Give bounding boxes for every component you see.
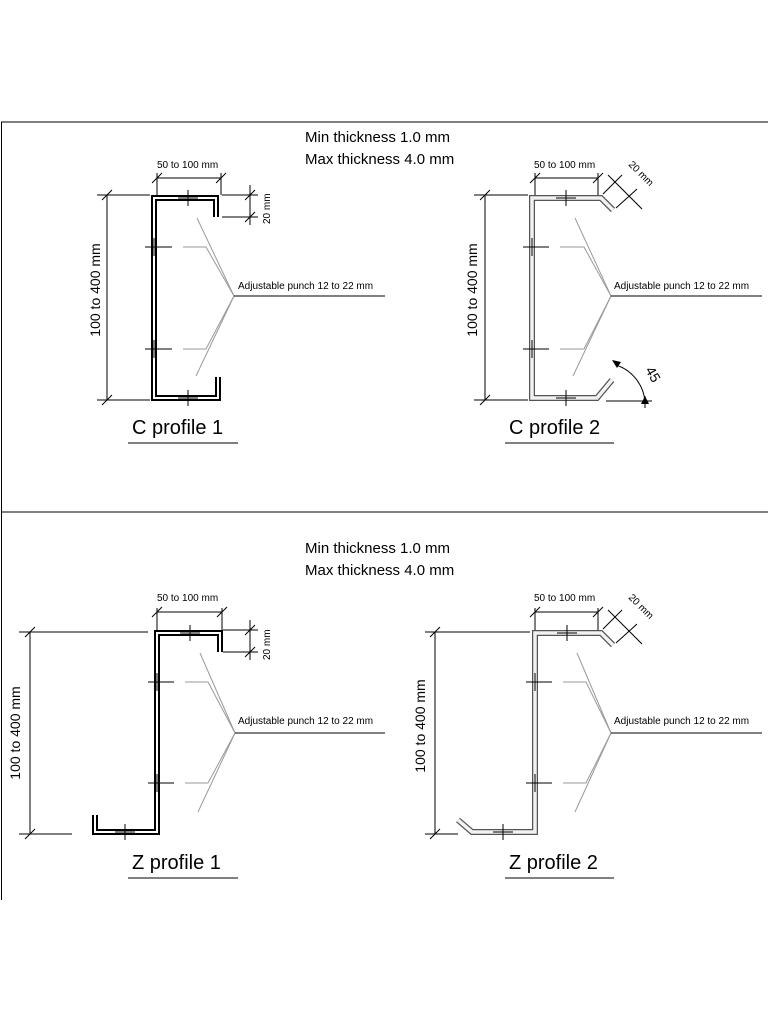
flange-dimension: 50 to 100 mm bbox=[151, 160, 227, 195]
z-profile-1: 50 to 100 mm 20 mm 100 to 400 mm bbox=[7, 593, 385, 879]
panel-c-profiles: Min thickness 1.0 mm Max thickness 4.0 m… bbox=[87, 129, 762, 444]
angle-dimension: 45 bbox=[606, 360, 664, 408]
punch-note-text: Adjustable punch 12 to 22 mm bbox=[614, 281, 749, 292]
height-dim-text: 100 to 400 mm bbox=[87, 243, 103, 336]
height-dim-text: 100 to 400 mm bbox=[412, 679, 428, 772]
punch-leaders: Adjustable punch 12 to 22 mm bbox=[185, 652, 385, 813]
punch-leaders: Adjustable punch 12 to 22 mm bbox=[560, 217, 762, 377]
lip-dim-text: 20 mm bbox=[626, 159, 655, 188]
punch-marks bbox=[523, 190, 576, 406]
c-profile-2-shape bbox=[529, 195, 616, 401]
flange-dimension: 50 to 100 mm bbox=[151, 593, 228, 630]
profile-label: Z profile 2 bbox=[509, 852, 598, 874]
profile-label: C profile 2 bbox=[509, 417, 600, 439]
height-dimension: 100 to 400 mm bbox=[464, 189, 528, 406]
height-dim-text: 100 to 400 mm bbox=[7, 686, 23, 779]
height-dimension: 100 to 400 mm bbox=[7, 626, 148, 840]
height-dim-text: 100 to 400 mm bbox=[464, 243, 480, 336]
profile-label: Z profile 1 bbox=[132, 852, 221, 874]
flange-dim-text: 50 to 100 mm bbox=[157, 593, 218, 604]
max-thickness-text: Max thickness 4.0 mm bbox=[305, 562, 454, 579]
z-profile-1-shape bbox=[92, 630, 223, 835]
height-dimension: 100 to 400 mm bbox=[87, 189, 150, 406]
flange-dimension: 50 to 100 mm bbox=[529, 160, 604, 195]
profile-label: C profile 1 bbox=[132, 417, 223, 439]
punch-leaders: Adjustable punch 12 to 22 mm bbox=[183, 217, 385, 377]
c-profile-1-shape bbox=[151, 195, 221, 401]
max-thickness-text: Max thickness 4.0 mm bbox=[305, 151, 454, 168]
z-profile-2-shape bbox=[456, 630, 616, 835]
punch-marks bbox=[145, 190, 198, 406]
lip-dim-text: 20 mm bbox=[262, 193, 273, 224]
c-profile-1: 50 to 100 mm 20 mm 100 to 400 mm bbox=[87, 160, 385, 444]
angle-dim-text: 45 bbox=[642, 364, 664, 386]
min-thickness-text: Min thickness 1.0 mm bbox=[305, 129, 450, 146]
punch-note-text: Adjustable punch 12 to 22 mm bbox=[238, 281, 373, 292]
lip-dimension: 20 mm bbox=[602, 159, 655, 210]
lip-dim-text: 20 mm bbox=[262, 629, 273, 660]
flange-dim-text: 50 to 100 mm bbox=[157, 160, 218, 171]
punch-marks bbox=[493, 625, 577, 840]
lip-dimension: 20 mm bbox=[602, 592, 655, 645]
height-dimension: 100 to 400 mm bbox=[412, 626, 530, 840]
min-thickness-text: Min thickness 1.0 mm bbox=[305, 540, 450, 557]
flange-dimension: 50 to 100 mm bbox=[529, 593, 604, 630]
panel-z-profiles: Min thickness 1.0 mm Max thickness 4.0 m… bbox=[7, 540, 762, 879]
sheet-frame bbox=[1, 121, 768, 900]
punch-note-text: Adjustable punch 12 to 22 mm bbox=[614, 716, 749, 727]
c-profile-2: 50 to 100 mm 20 mm 45 bbox=[464, 159, 762, 444]
flange-dim-text: 50 to 100 mm bbox=[534, 160, 595, 171]
lip-dimension: 20 mm bbox=[222, 185, 273, 225]
punch-leaders: Adjustable punch 12 to 22 mm bbox=[563, 652, 762, 813]
punch-note-text: Adjustable punch 12 to 22 mm bbox=[238, 716, 373, 727]
flange-dim-text: 50 to 100 mm bbox=[534, 593, 595, 604]
z-profile-2: 50 to 100 mm 20 mm 100 to 400 mm bbox=[412, 592, 762, 879]
lip-dim-text: 20 mm bbox=[626, 592, 655, 621]
punch-marks bbox=[115, 625, 200, 840]
lip-dimension: 20 mm bbox=[223, 620, 273, 660]
